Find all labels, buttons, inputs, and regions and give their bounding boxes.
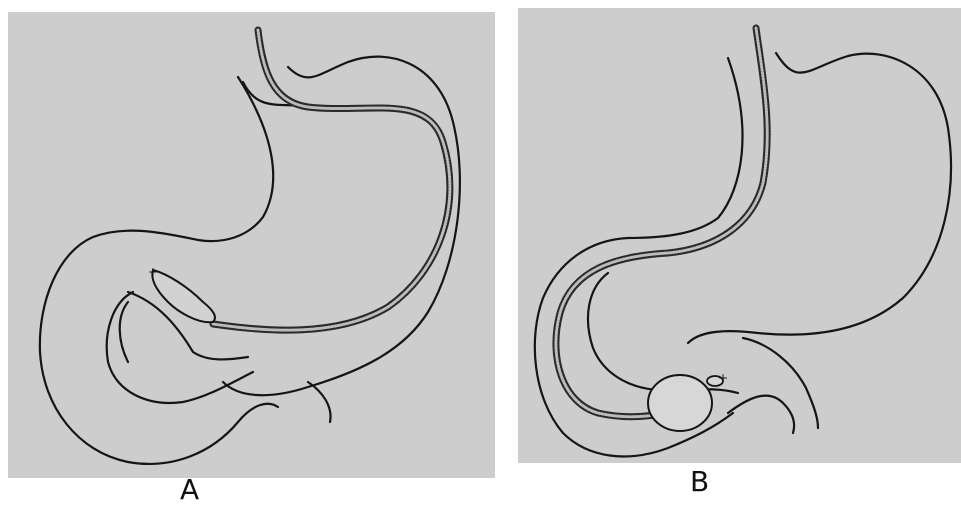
panel-b-background [518, 8, 961, 463]
panel-b-label: B [690, 468, 709, 496]
panel-a-illustration: + [8, 12, 495, 478]
panel-a: + [8, 12, 495, 478]
panel-a-label: A [180, 476, 199, 504]
panel-b: + [518, 8, 961, 463]
panel-b-illustration: + [518, 8, 961, 463]
svg-text:+: + [148, 265, 158, 279]
svg-text:+: + [718, 371, 728, 385]
